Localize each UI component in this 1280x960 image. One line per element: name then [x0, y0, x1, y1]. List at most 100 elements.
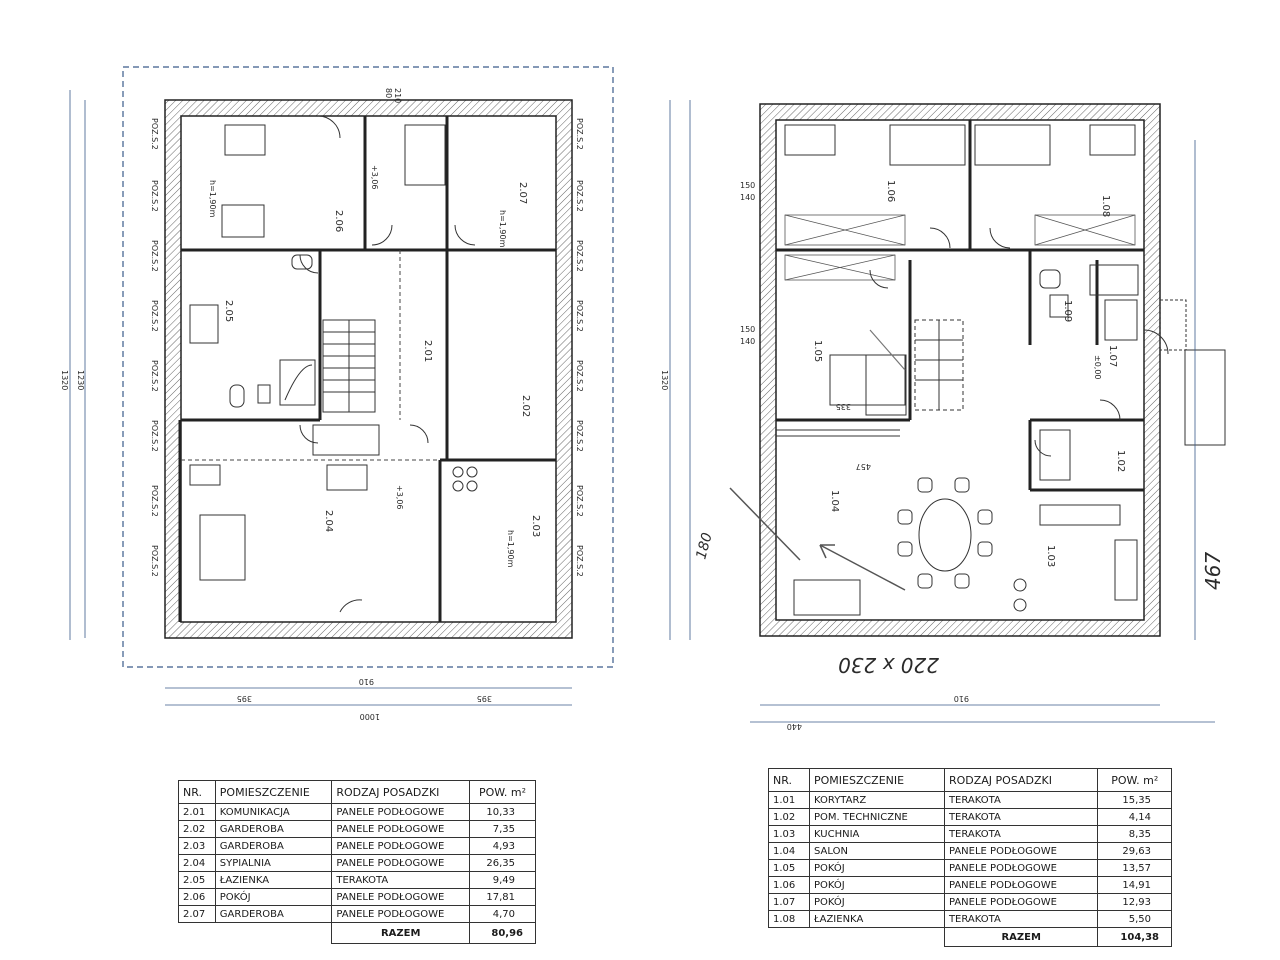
cell-floor: PANELE PODŁOGOWE — [943, 842, 1099, 860]
dim-e: 335 — [836, 402, 851, 411]
dim-inner-height: 1230 — [76, 370, 85, 390]
cell-room: GARDEROBA — [214, 820, 333, 838]
cell-floor: TERAKOTA — [331, 871, 471, 889]
cell-nr: 2.02 — [178, 820, 216, 838]
table-header-row: NR. POMIESZCZENIE RODZAJ POSADZKI POW. m… — [178, 780, 536, 804]
cell-nr: 1.03 — [768, 825, 810, 843]
table-header-row: NR. POMIESZCZENIE RODZAJ POSADZKI POW. m… — [768, 768, 1172, 792]
cell-room: GARDEROBA — [214, 905, 333, 923]
cell-area: 14,91 — [1097, 876, 1172, 894]
facade-label: POZ.S.2 — [150, 300, 159, 332]
handwritten-dim-small: 180 — [693, 531, 715, 561]
dimension-lines-ground — [669, 100, 1215, 723]
cell-room: KUCHNIA — [809, 825, 945, 843]
room-label: 2.07 — [517, 182, 528, 204]
dim-half-right: 395 — [477, 694, 492, 703]
staircase-upper — [322, 319, 376, 413]
room-labels-ground: 1.06 1.08 1.05 1.09 1.07 1.02 1.04 1.03 — [812, 180, 1126, 567]
dim-f: 457 — [856, 462, 871, 471]
room-label: 1.07 — [1107, 345, 1118, 367]
cell-room: POKÓJ — [809, 893, 945, 911]
col-header-floor: RODZAJ POSADZKI — [331, 780, 471, 804]
cell-nr: 1.04 — [768, 842, 810, 860]
cell-area: 12,93 — [1097, 893, 1172, 911]
dim-top-b: 210 — [393, 88, 402, 103]
roof-outline — [122, 66, 614, 668]
cell-room: POKÓJ — [214, 888, 333, 906]
cell-room: KORYTARZ — [809, 791, 945, 809]
dim-overall-height: 1320 — [60, 370, 69, 390]
total-value: 80,96 — [469, 922, 536, 944]
level-mark: +3,06 — [395, 485, 404, 510]
dimension-texts-upper: 1320 1230 1000 910 395 395 h=1,90m h=1,9… — [60, 88, 515, 721]
furniture-upper — [189, 124, 478, 581]
facade-label: POZ.S.2 — [150, 240, 159, 272]
facade-label: POZ.S.2 — [150, 420, 159, 452]
doors-ground — [869, 227, 1169, 457]
total-label: RAZEM — [331, 922, 471, 944]
dim-top-a: 80 — [384, 88, 393, 98]
cell-floor: TERAKOTA — [943, 825, 1099, 843]
room-label: 1.05 — [812, 340, 823, 362]
staircase-ground — [914, 319, 964, 411]
handwritten-size: 220 x 230 — [838, 653, 939, 677]
cell-floor: PANELE PODŁOGOWE — [331, 854, 471, 872]
blank-cell — [810, 928, 945, 947]
room-label: 1.06 — [885, 180, 896, 202]
upper-floor-plan: 2.06 2.07 2.05 2.01 2.02 2.04 2.03 POZ.S… — [60, 66, 614, 721]
col-header-nr: NR. — [178, 780, 216, 804]
interior-walls — [776, 120, 1144, 492]
col-header-floor: RODZAJ POSADZKI — [943, 768, 1099, 792]
facade-label: POZ.S.2 — [150, 485, 159, 517]
cell-room: ŁAZIENKA — [809, 910, 945, 928]
cell-floor: TERAKOTA — [943, 910, 1099, 928]
room-label: 2.02 — [520, 395, 531, 417]
cell-nr: 1.02 — [768, 808, 810, 826]
dim-c: 150 — [740, 325, 755, 334]
cell-nr: 1.01 — [768, 791, 810, 809]
table-total-row: RAZEM 104,38 — [769, 927, 1172, 947]
room-labels-upper: 2.06 2.07 2.05 2.01 2.02 2.04 2.03 — [223, 182, 541, 537]
cell-area: 8,35 — [1097, 825, 1172, 843]
cell-nr: 1.07 — [768, 893, 810, 911]
col-header-room: POMIESZCZENIE — [809, 768, 945, 792]
cell-nr: 2.07 — [178, 905, 216, 923]
col-header-area: POW. m² — [1097, 768, 1172, 792]
height-label: h=1,90m — [498, 210, 507, 248]
level-mark: ±0,00 — [1093, 355, 1102, 380]
facade-label: POZ.S.2 — [575, 360, 584, 392]
facade-label: POZ.S.2 — [575, 118, 584, 150]
room-table-upper: NR. POMIESZCZENIE RODZAJ POSADZKI POW. m… — [178, 780, 536, 944]
dim-b: 140 — [740, 193, 755, 202]
cell-floor: PANELE PODŁOGOWE — [943, 893, 1099, 911]
col-header-area: POW. m² — [469, 780, 536, 804]
facade-label: POZ.S.2 — [575, 240, 584, 272]
outer-wall — [759, 103, 1161, 637]
cell-area: 4,14 — [1097, 808, 1172, 826]
cell-floor: TERAKOTA — [943, 791, 1099, 809]
dim-segment: 440 — [787, 722, 802, 731]
furniture-ground — [784, 124, 1139, 616]
cell-area: 15,35 — [1097, 791, 1172, 809]
dim-overall-width: 910 — [954, 694, 969, 703]
room-label: 2.03 — [530, 515, 541, 537]
height-label: h=1,90m — [208, 180, 217, 218]
cell-nr: 1.08 — [768, 910, 810, 928]
cell-area: 4,70 — [469, 905, 536, 923]
dim-overall-height: 1320 — [660, 370, 669, 390]
cell-area: 5,50 — [1097, 910, 1172, 928]
blank-cell — [769, 928, 810, 947]
cell-room: GARDEROBA — [214, 837, 333, 855]
facade-label: POZ.S.2 — [150, 180, 159, 212]
cell-floor: PANELE PODŁOGOWE — [331, 837, 471, 855]
level-mark: +3,06 — [370, 165, 379, 190]
wardrobes — [784, 214, 1136, 281]
cell-nr: 2.04 — [178, 854, 216, 872]
